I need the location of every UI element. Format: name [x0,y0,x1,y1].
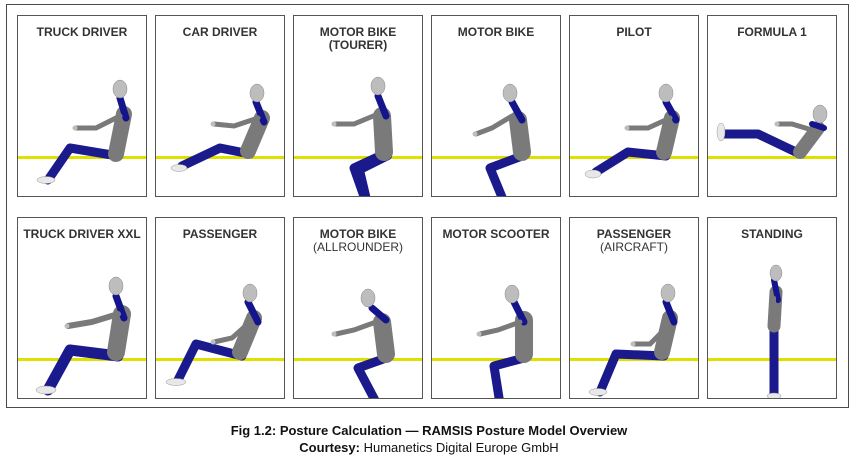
posture-figure-formula-1 [708,104,836,159]
credit-label: Courtesy: [299,440,360,455]
figure-frame: TRUCK DRIVER CAR DRIVER MOTOR BIKE (TOUR… [6,4,849,408]
panel-title: MOTOR BIKE [319,25,397,39]
posture-figure-motor-scooter [432,284,560,398]
posture-panel-truck-driver-xxl: TRUCK DRIVER XXL [17,217,147,399]
panel-title: PASSENGER [596,227,672,241]
panel-subtitle: (AIRCRAFT) [600,240,668,254]
posture-figure-standing [708,264,836,398]
figure-caption: Fig 1.2: Posture Calculation — RAMSIS Po… [230,423,628,438]
panel-title: CAR DRIVER [182,25,258,39]
posture-panel-car-driver: CAR DRIVER [155,15,285,197]
panel-title: MOTOR BIKE [457,25,535,39]
posture-panel-motor-bike: MOTOR BIKE [431,15,561,197]
panel-subtitle: (ALLROUNDER) [312,240,403,254]
credit-text: Humanetics Digital Europe GmbH [363,440,559,455]
posture-panel-motor-bike-allrounder: MOTOR BIKE (ALLROUNDER) [293,217,423,399]
posture-figure-motor-bike-allrounder [294,288,422,398]
panel-title: MOTOR BIKE [319,227,397,241]
posture-panel-standing: STANDING [707,217,837,399]
posture-panel-passenger: PASSENGER [155,217,285,399]
panel-title: PILOT [616,25,652,39]
panel-title: TRUCK DRIVER XXL [23,227,141,241]
posture-panel-formula-1: FORMULA 1 [707,15,837,197]
posture-figure-motor-bike-tourer [294,76,422,196]
posture-figure-passenger-aircraft [570,283,698,397]
posture-panel-motor-scooter: MOTOR SCOOTER [431,217,561,399]
panel-subtitle: (TOURER) [328,38,388,52]
panel-title: MOTOR SCOOTER [442,227,550,241]
panel-title: TRUCK DRIVER [36,25,128,39]
posture-figure-car-driver [156,83,284,172]
posture-panel-passenger-aircraft: PASSENGER (AIRCRAFT) [569,217,699,399]
posture-figure-truck-driver-xxl [18,276,146,396]
posture-figure-passenger [156,283,284,386]
posture-figure-pilot [570,83,698,179]
posture-figure-motor-bike [432,83,560,196]
posture-panel-pilot: PILOT [569,15,699,197]
posture-figure-truck-driver [18,79,146,185]
posture-panel-truck-driver: TRUCK DRIVER [17,15,147,197]
figure-credit: Courtesy: Humanetics Digital Europe GmbH [0,440,858,456]
posture-panel-motor-bike-tourer: MOTOR BIKE (TOURER) [293,15,423,197]
panel-title: STANDING [741,227,803,241]
panel-title: FORMULA 1 [737,25,807,39]
panel-title: PASSENGER [182,227,258,241]
